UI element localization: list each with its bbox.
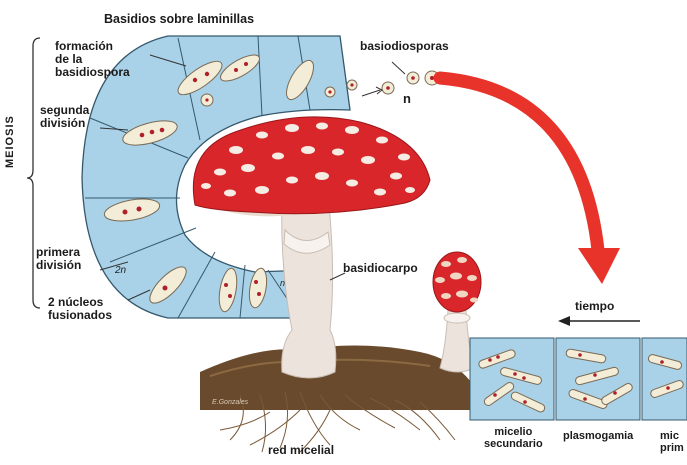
mycelium-stage-panels: [470, 338, 687, 420]
label-micelio-secundario: micelio secundario: [484, 426, 543, 450]
label-plasmogamia: plasmogamia: [563, 430, 633, 442]
basidiospores: [362, 71, 439, 96]
label-n: n: [403, 92, 411, 105]
label-basidiocarpo: basidiocarpo: [343, 262, 418, 275]
tiempo-arrow: [558, 316, 640, 326]
title-basidios-sobre-laminillas: Basidios sobre laminillas: [104, 13, 254, 26]
label-red-micelial: red micelial: [268, 444, 334, 457]
label-formacion-basidiospora: formación de la basidiospora: [55, 40, 130, 79]
two-n-label: 2n: [114, 265, 127, 276]
label-2-nucleos-fusionados: 2 núcleos fusionados: [48, 296, 112, 322]
label-micelio-primario: mic prim: [660, 430, 684, 454]
label-primera-division: primera división: [36, 246, 81, 272]
artist-signature: E.Gonzales: [212, 396, 248, 409]
label-basidiosporas: basiodiosporas: [360, 40, 449, 53]
label-segunda-division: segunda división: [40, 104, 89, 130]
big-red-arrow: [440, 78, 620, 284]
label-tiempo: tiempo: [575, 300, 614, 313]
mushroom-large: [193, 117, 430, 378]
label-meiosis: MEIOSIS: [4, 115, 16, 168]
